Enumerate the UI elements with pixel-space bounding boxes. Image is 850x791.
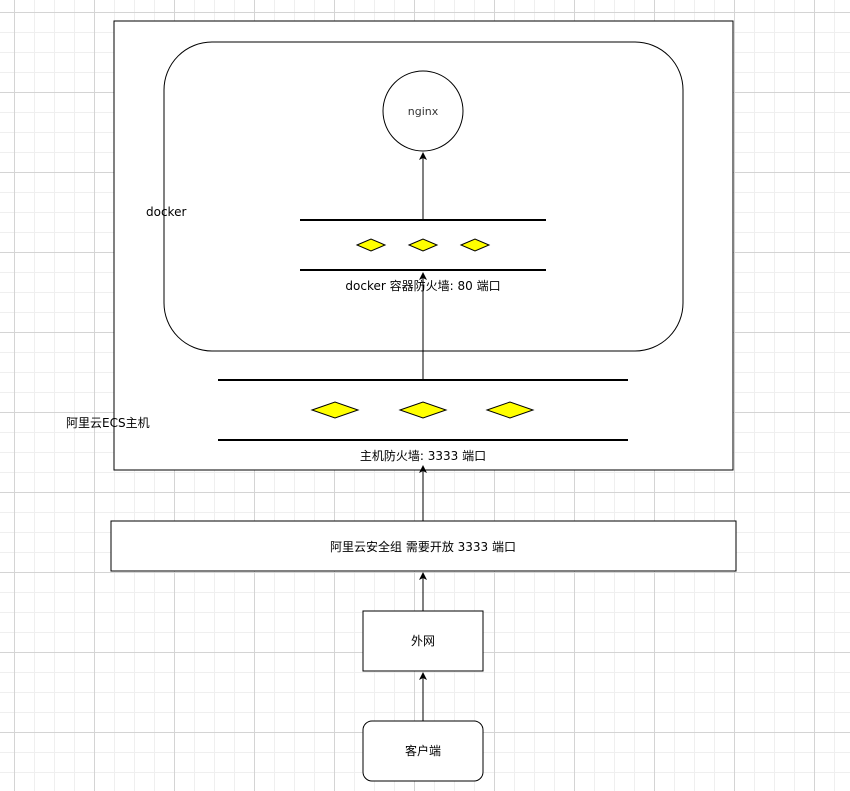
docker-firewall-diamond — [407, 238, 439, 252]
nginx-node[interactable] — [382, 70, 464, 152]
docker-firewall-diamond — [459, 238, 491, 252]
host-firewall-diamond — [310, 401, 360, 419]
internet-label: 外网 — [411, 634, 435, 648]
security-group-box[interactable] — [110, 520, 737, 572]
host-firewall-diamond — [398, 401, 448, 419]
internet-box[interactable] — [362, 610, 484, 672]
host-firewall-diamond — [485, 401, 535, 419]
security-group-label: 阿里云安全组 需要开放 3333 端口 — [330, 539, 516, 554]
nginx-label: nginx — [408, 105, 439, 118]
host-firewall-label: 主机防火墙: 3333 端口 — [360, 448, 486, 463]
client-label: 客户端 — [405, 743, 441, 758]
ecs-host-label: 阿里云ECS主机 — [66, 416, 150, 430]
docker-label: docker — [146, 205, 186, 219]
docker-firewall-diamond — [355, 238, 387, 252]
